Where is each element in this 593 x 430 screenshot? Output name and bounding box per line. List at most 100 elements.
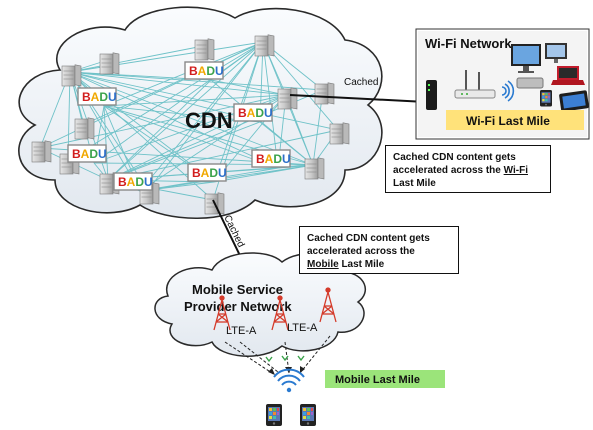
badu-letter: U (108, 90, 117, 104)
cached-label-wifi: Cached (344, 77, 378, 88)
tower-label-1: LTE-A (226, 325, 257, 337)
badu-letter: A (127, 175, 136, 189)
mesh-link (103, 94, 287, 107)
mesh-link (107, 129, 339, 181)
badu-node: BADU (184, 61, 224, 80)
badu-box (77, 87, 117, 106)
server-rack-icon (99, 52, 120, 75)
mesh-link (69, 45, 204, 73)
badu-letter: D (135, 175, 144, 189)
cached-link-wifi (289, 94, 427, 103)
badu-label: BADU (82, 90, 117, 104)
wifi-note-line2-text: accelerated across the (393, 165, 501, 176)
laptop-icon (551, 66, 585, 85)
badu-label: BADU (72, 147, 107, 161)
wifi-dot (286, 387, 292, 393)
badu-letter: U (218, 166, 227, 180)
badu-label: BADU (118, 175, 153, 189)
badu-letter: B (82, 90, 91, 104)
badu-letter: D (89, 147, 98, 161)
mesh-link (69, 71, 287, 96)
cell-tower-icon (271, 295, 289, 331)
console-icon (516, 77, 544, 89)
badu-label: BADU (189, 64, 224, 78)
badu-letter: B (118, 175, 127, 189)
wifi-network-panel: Wi-Fi Network (415, 28, 590, 140)
server-rack-icon (304, 157, 325, 180)
wifi-icon (273, 368, 305, 386)
wifi-note-line1: Cached CDN content gets (393, 152, 516, 163)
badu-letter: A (201, 166, 210, 180)
mesh-link (210, 79, 287, 96)
wifi-last-mile-banner (446, 110, 584, 130)
badu-letter: U (264, 106, 273, 120)
badu-letter: U (144, 175, 153, 189)
badu-label: BADU (256, 152, 291, 166)
smartphone-icon (300, 404, 316, 426)
server-rack-icon (254, 34, 275, 57)
mesh-link (262, 41, 339, 131)
mobile-network-title-line1: Mobile Service (192, 282, 283, 297)
badu-box (233, 103, 273, 122)
mobile-provider-cloud: Mobile Service Provider Network (154, 252, 367, 357)
mobile-acceleration-note: Cached CDN content gets accelerated acro… (299, 226, 459, 274)
badu-box (67, 144, 107, 163)
badu-letter: D (209, 166, 218, 180)
wifi-note-tail: Last Mile (393, 178, 436, 189)
cached-label-mobile: Cached (221, 213, 246, 249)
cdn-label: CDN (185, 108, 233, 133)
mesh-link (67, 41, 264, 161)
badu-letter: A (198, 64, 207, 78)
badu-letter: A (265, 152, 274, 166)
green-signal-marks (265, 355, 305, 363)
server-rack-icon (74, 117, 95, 140)
server-rack-icon (329, 122, 350, 145)
mesh-link (107, 121, 261, 181)
wifi-note-line2: accelerated across the Wi-Fi Last Mile (393, 164, 543, 190)
badu-box (113, 172, 153, 191)
server-rack-icon (61, 64, 82, 87)
badu-letter: U (98, 147, 107, 161)
mobile-note-tail: Last Mile (341, 259, 385, 270)
mesh-link (103, 105, 109, 181)
mobile-note-underlined: Mobile (307, 259, 339, 270)
smartphone-icon (540, 90, 552, 107)
wifi-note-underlined: Wi-Fi (503, 165, 528, 176)
mobile-last-mile-banner (325, 370, 445, 388)
mobile-note-line2: accelerated across the (307, 246, 415, 257)
badu-letter: D (273, 152, 282, 166)
server-rack-icon (314, 82, 335, 105)
mesh-link (107, 41, 264, 181)
badu-box (251, 149, 291, 168)
badu-letter: A (247, 106, 256, 120)
badu-letter: U (215, 64, 224, 78)
mesh-link (93, 41, 264, 164)
badu-node: BADU (251, 149, 291, 168)
server-rack-icon (194, 38, 215, 61)
wifi-last-mile-label: Wi-Fi Last Mile (466, 114, 550, 128)
badu-node: BADU (67, 144, 107, 163)
server-rack-icon (277, 87, 298, 110)
lte-towers (213, 287, 337, 331)
monitor-icon (545, 43, 567, 63)
mesh-link (103, 105, 279, 169)
monitor-icon (511, 44, 541, 73)
badu-node: BADU (187, 163, 227, 182)
mesh-link (69, 71, 339, 131)
wifi-acceleration-note: Cached CDN content gets accelerated acro… (385, 145, 551, 193)
badu-letter: D (255, 106, 264, 120)
tablet-icon (559, 90, 589, 112)
badu-label: BADU (238, 106, 273, 120)
tower-label-2: LTE-A (287, 322, 318, 334)
mobile-last-mile-label: Mobile Last Mile (335, 374, 420, 386)
badu-letter: D (206, 64, 215, 78)
smartphone-icon (266, 404, 282, 426)
badu-letter: A (81, 147, 90, 161)
wifi-icon (501, 80, 515, 102)
mobile-note-line3: Mobile Last Mile (307, 258, 451, 271)
wifi-network-title: Wi-Fi Network (425, 36, 512, 51)
modem-icon (426, 80, 437, 110)
